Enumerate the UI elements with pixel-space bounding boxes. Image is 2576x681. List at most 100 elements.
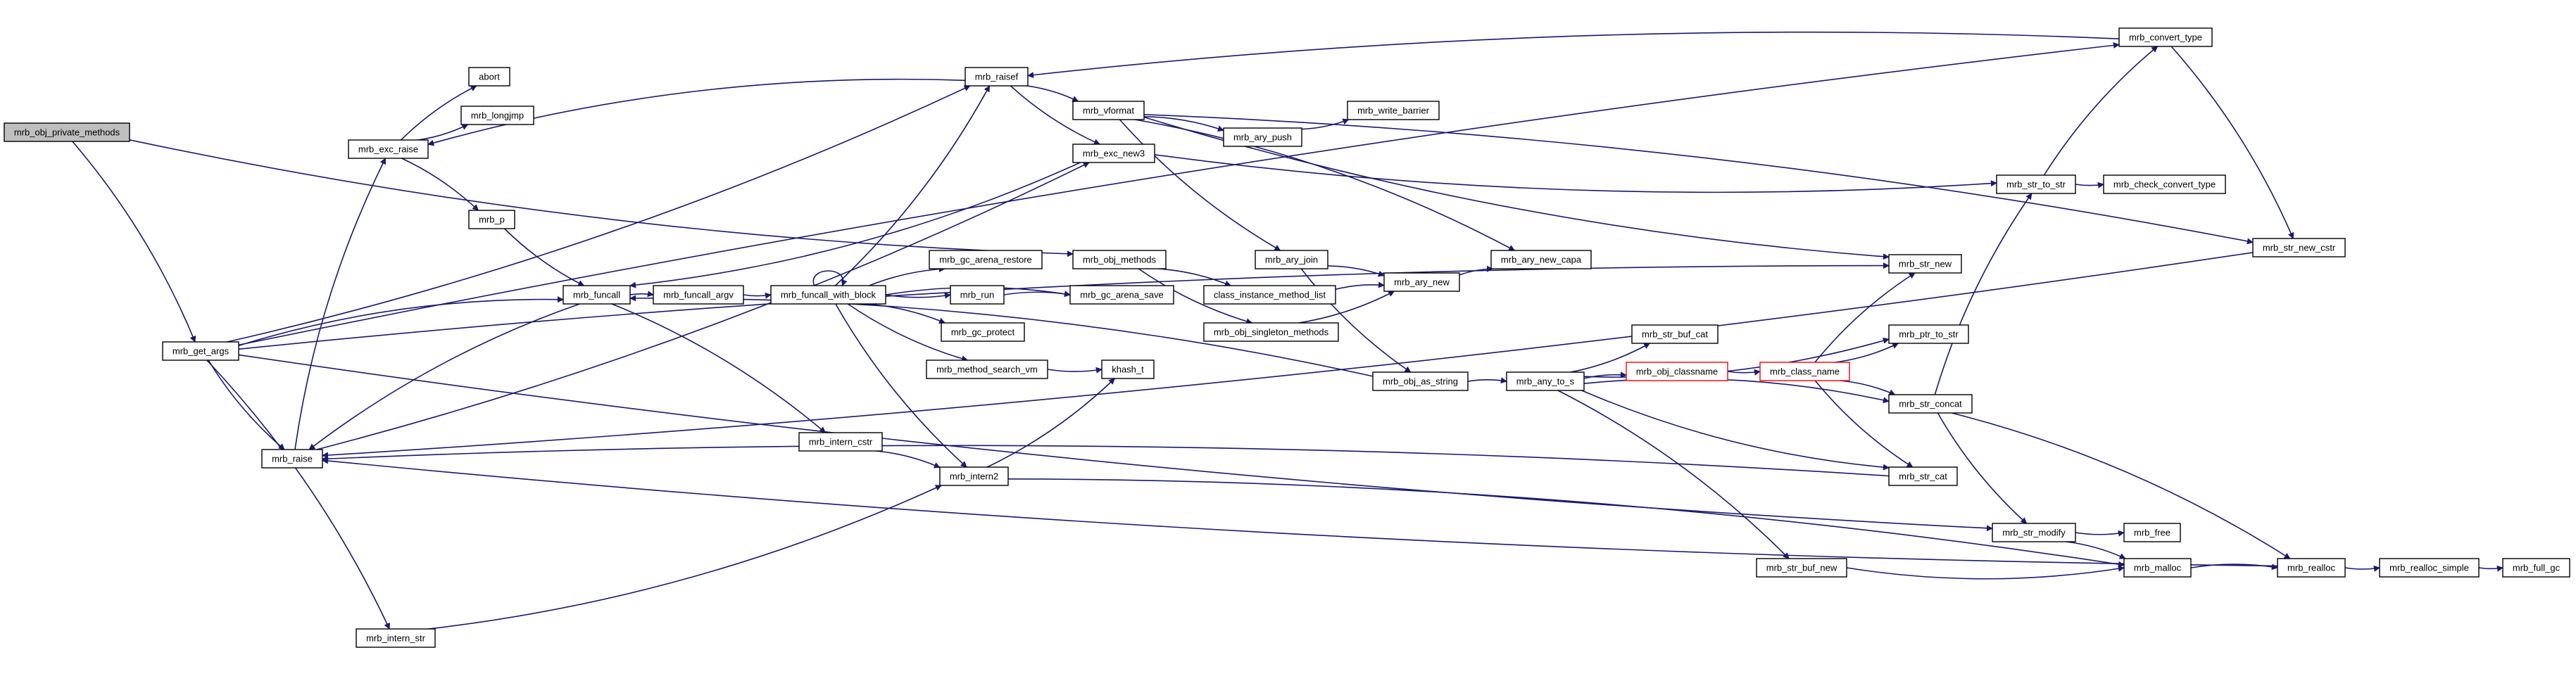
node-mrb-any-to-s[interactable]: mrb_any_to_s <box>1506 371 1585 391</box>
node-box[interactable] <box>261 449 323 469</box>
node-box[interactable] <box>2252 238 2346 257</box>
node-mrb-check-convert-type[interactable]: mrb_check_convert_type <box>2103 174 2226 194</box>
node-box[interactable] <box>2502 558 2570 578</box>
node-box[interactable] <box>563 285 631 305</box>
node-mrb-write-barrier[interactable]: mrb_write_barrier <box>1347 101 1440 120</box>
node-box[interactable] <box>1255 250 1328 269</box>
node-box[interactable] <box>4 122 130 142</box>
node-mrb-ary-new-capa[interactable]: mrb_ary_new_capa <box>1490 250 1592 269</box>
node-mrb-str-new-cstr[interactable]: mrb_str_new_cstr <box>2252 238 2346 257</box>
node-mrb-ary-new[interactable]: mrb_ary_new <box>1383 272 1460 292</box>
node-mrb-gc-arena-save[interactable]: mrb_gc_arena_save <box>1069 285 1174 305</box>
node-mrb-gc-protect[interactable]: mrb_gc_protect <box>941 322 1025 342</box>
node-mrb-convert-type[interactable]: mrb_convert_type <box>2118 27 2213 47</box>
node-box[interactable] <box>926 359 1048 379</box>
node-box[interactable] <box>1888 254 1962 274</box>
node-mrb-ary-push[interactable]: mrb_ary_push <box>1223 127 1302 147</box>
node-mrb-obj-methods[interactable]: mrb_obj_methods <box>1072 250 1167 269</box>
node-box[interactable] <box>1223 127 1302 147</box>
node-box[interactable] <box>2103 174 2226 194</box>
node-mrb-str-new[interactable]: mrb_str_new <box>1888 254 1962 274</box>
node-mrb-str-cat[interactable]: mrb_str_cat <box>1888 466 1958 486</box>
node-box[interactable] <box>1759 362 1850 381</box>
node-mrb-ptr-to-str[interactable]: mrb_ptr_to_str <box>1888 324 1969 344</box>
node-box[interactable] <box>1631 324 1719 344</box>
node-box[interactable] <box>2123 523 2181 542</box>
node-box[interactable] <box>1506 371 1585 391</box>
node-box[interactable] <box>162 341 239 361</box>
node-box[interactable] <box>1756 558 1847 578</box>
node-box[interactable] <box>2118 27 2213 47</box>
node-box[interactable] <box>468 210 515 229</box>
node-mrb-str-concat[interactable]: mrb_str_concat <box>1888 394 1973 414</box>
node-box[interactable] <box>1888 324 1969 344</box>
node-box[interactable] <box>1347 101 1440 120</box>
node-mrb-realloc[interactable]: mrb_realloc <box>2277 558 2346 578</box>
node-mrb-str-to-str[interactable]: mrb_str_to_str <box>1996 174 2076 194</box>
node-mrb-obj-classname[interactable]: mrb_obj_classname <box>1626 362 1728 381</box>
node-mrb-intern-str[interactable]: mrb_intern_str <box>356 628 436 648</box>
node-mrb-str-buf-new[interactable]: mrb_str_buf_new <box>1756 558 1847 578</box>
node-box[interactable] <box>2379 558 2480 578</box>
node-box[interactable] <box>2123 558 2192 578</box>
node-mrb-funcall[interactable]: mrb_funcall <box>563 285 631 305</box>
node-box[interactable] <box>1072 101 1145 120</box>
node-mrb-class-name[interactable]: mrb_class_name <box>1759 362 1850 381</box>
node-mrb-full-gc[interactable]: mrb_full_gc <box>2502 558 2570 578</box>
node-box[interactable] <box>1203 285 1336 305</box>
node-mrb-str-modify[interactable]: mrb_str_modify <box>1992 523 2076 542</box>
node-box[interactable] <box>939 466 1009 486</box>
node-abort[interactable]: abort <box>468 67 510 87</box>
node-mrb-get-args[interactable]: mrb_get_args <box>162 341 239 361</box>
node-box[interactable] <box>1996 174 2076 194</box>
node-mrb-obj-as-string[interactable]: mrb_obj_as_string <box>1372 371 1469 391</box>
node-mrb-longjmp[interactable]: mrb_longjmp <box>460 106 534 125</box>
node-box[interactable] <box>468 67 510 87</box>
node-box[interactable] <box>1992 523 2076 542</box>
node-mrb-p[interactable]: mrb_p <box>468 210 515 229</box>
node-box[interactable] <box>1626 362 1728 381</box>
node-box[interactable] <box>929 250 1043 269</box>
node-mrb-realloc-simple[interactable]: mrb_realloc_simple <box>2379 558 2480 578</box>
node-box[interactable] <box>1490 250 1592 269</box>
node-mrb-raisef[interactable]: mrb_raisef <box>965 67 1029 87</box>
node-mrb-exc-raise[interactable]: mrb_exc_raise <box>348 139 429 159</box>
node-box[interactable] <box>356 628 436 648</box>
node-box[interactable] <box>950 285 1005 305</box>
node-box[interactable] <box>1372 371 1469 391</box>
node-mrb-intern2[interactable]: mrb_intern2 <box>939 466 1009 486</box>
node-mrb-gc-arena-restore[interactable]: mrb_gc_arena_restore <box>929 250 1043 269</box>
node-mrb-intern-cstr[interactable]: mrb_intern_cstr <box>798 432 883 452</box>
node-mrb-method-search-vm[interactable]: mrb_method_search_vm <box>926 359 1048 379</box>
node-mrb-run[interactable]: mrb_run <box>950 285 1005 305</box>
node-box[interactable] <box>2277 558 2346 578</box>
node-box[interactable] <box>770 285 886 305</box>
node-khash-t[interactable]: khash_t <box>1101 359 1155 379</box>
node-mrb-vformat[interactable]: mrb_vformat <box>1072 101 1145 120</box>
node-box[interactable] <box>1072 144 1155 163</box>
node-box[interactable] <box>798 432 883 452</box>
node-box[interactable] <box>1101 359 1155 379</box>
node-mrb-obj-singleton-methods[interactable]: mrb_obj_singleton_methods <box>1203 322 1339 342</box>
node-box[interactable] <box>460 106 534 125</box>
node-mrb-malloc[interactable]: mrb_malloc <box>2123 558 2192 578</box>
node-mrb-funcall-argv[interactable]: mrb_funcall_argv <box>653 285 744 305</box>
node-mrb-raise[interactable]: mrb_raise <box>261 449 323 469</box>
node-mrb-funcall-with-block[interactable]: mrb_funcall_with_block <box>770 285 886 305</box>
node-box[interactable] <box>1383 272 1460 292</box>
node-box[interactable] <box>1888 394 1973 414</box>
node-mrb-obj-private-methods[interactable]: mrb_obj_private_methods <box>4 122 130 142</box>
node-class-instance-method-list[interactable]: class_instance_method_list <box>1203 285 1336 305</box>
node-box[interactable] <box>1888 466 1958 486</box>
node-mrb-free[interactable]: mrb_free <box>2123 523 2181 542</box>
node-box[interactable] <box>1203 322 1339 342</box>
node-box[interactable] <box>1072 250 1167 269</box>
node-box[interactable] <box>965 67 1029 87</box>
node-mrb-exc-new3[interactable]: mrb_exc_new3 <box>1072 144 1155 163</box>
node-mrb-ary-join[interactable]: mrb_ary_join <box>1255 250 1328 269</box>
node-box[interactable] <box>941 322 1025 342</box>
node-box[interactable] <box>653 285 744 305</box>
node-box[interactable] <box>1069 285 1174 305</box>
node-mrb-str-buf-cat[interactable]: mrb_str_buf_cat <box>1631 324 1719 344</box>
node-box[interactable] <box>348 139 429 159</box>
